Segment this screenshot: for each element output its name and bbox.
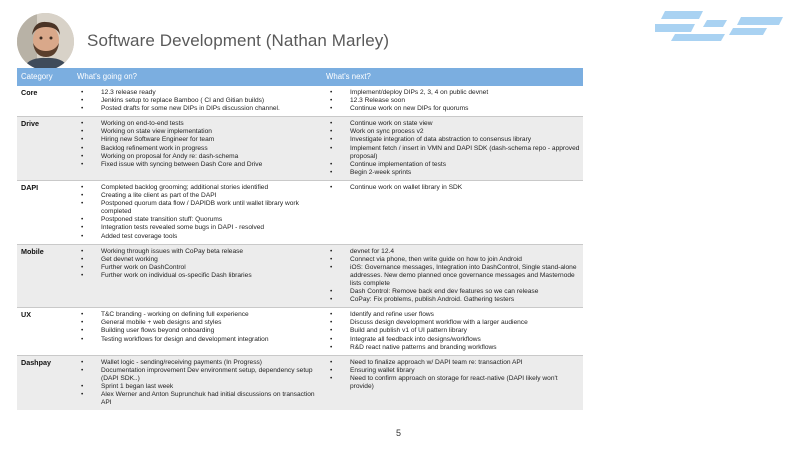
bullet-item: Completed backlog grooming; additional s… xyxy=(77,184,320,192)
bullet-item: Working on proposal for Andy re: dash-sc… xyxy=(77,153,320,161)
bullet-list: 12.3 release readyJenkins setup to repla… xyxy=(77,89,320,113)
row-whats-next: Continue work on state viewWork on sync … xyxy=(322,116,583,181)
bullet-list: Completed backlog grooming; additional s… xyxy=(77,184,320,241)
row-whats-going-on: T&C branding - working on defining full … xyxy=(73,307,322,356)
bullet-item: Get devnet working xyxy=(77,256,320,264)
row-category: Dashpay xyxy=(17,354,73,411)
bullet-item: Creating a lite client as part of the DA… xyxy=(77,192,320,200)
bullet-item: Continue work on state view xyxy=(326,120,581,128)
bullet-list: Working on end-to-end testsWorking on st… xyxy=(77,120,320,169)
row-whats-going-on: Wallet logic - sending/receiving payment… xyxy=(73,354,322,411)
row-whats-going-on: 12.3 release readyJenkins setup to repla… xyxy=(73,86,322,117)
bullet-item: Posted drafts for some new DIPs in DIPs … xyxy=(77,105,320,113)
status-table: Category What's going on? What's next? C… xyxy=(17,68,583,411)
bullet-item: Ensuring wallet library xyxy=(326,367,581,375)
bullet-list: devnet for 12.4Connect via phone, then w… xyxy=(326,248,581,305)
table-row: Core 12.3 release readyJenkins setup to r… xyxy=(17,86,583,117)
table-body: Core 12.3 release readyJenkins setup to r… xyxy=(17,86,583,411)
bullet-item: Continue implementation of tests xyxy=(326,161,581,169)
bullet-item: Further work on DashControl xyxy=(77,264,320,272)
bullet-item: devnet for 12.4 xyxy=(326,248,581,256)
bullet-item: 12.3 release ready xyxy=(77,89,320,97)
bullet-item: Connect via phone, then write guide on h… xyxy=(326,256,581,264)
bullet-list: Working through issues with CoPay beta r… xyxy=(77,248,320,280)
bullet-item: Fixed issue with syncing between Dash Co… xyxy=(77,161,320,169)
bullet-item: Postponed state transition stuff: Quorum… xyxy=(77,216,320,224)
bullet-item: Working on end-to-end tests xyxy=(77,120,320,128)
bullet-item: Need to finalize approach w/ DAPI team r… xyxy=(326,359,581,367)
row-category: Core xyxy=(21,88,38,97)
bullet-item: Investigate integration of data abstract… xyxy=(326,136,581,144)
bullet-item: Further work on individual os-specific D… xyxy=(77,272,320,280)
bullet-item: R&D react native patterns and branding w… xyxy=(326,344,581,352)
bullet-item: Identify and refine user flows xyxy=(326,311,581,319)
bullet-list: Continue work on state viewWork on sync … xyxy=(326,120,581,177)
table-row: DriveWorking on end-to-end testsWorking … xyxy=(17,116,583,181)
bullet-list: Continue work on wallet library in SDK xyxy=(326,184,581,192)
bullet-item: Discuss design development workflow with… xyxy=(326,319,581,327)
header-whats-going-on: What's going on? xyxy=(73,68,322,86)
row-whats-next: Need to finalize approach w/ DAPI team r… xyxy=(322,354,583,411)
header-category: Category xyxy=(17,68,73,86)
row-whats-next: devnet for 12.4Connect via phone, then w… xyxy=(322,243,583,308)
bullet-item: Begin 2-week sprints xyxy=(326,169,581,177)
bullet-item: Jenkins setup to replace Bamboo ( CI and… xyxy=(77,97,320,105)
bullet-item: Need to confirm approach on storage for … xyxy=(326,375,581,391)
bullet-item: Implement/deploy DIPs 2, 3, 4 on public … xyxy=(326,89,581,97)
bullet-item: Build and publish v1 of UI pattern libra… xyxy=(326,327,581,335)
bullet-item: Integration tests revealed some bugs in … xyxy=(77,224,320,232)
bullet-item: CoPay: Fix problems, publish Android. Ga… xyxy=(326,296,581,304)
bullet-item: Implement fetch / insert in VMN and DAPI… xyxy=(326,145,581,161)
presenter-photo xyxy=(17,13,74,70)
table-row: UX T&C branding - working on defining ful… xyxy=(17,307,583,356)
bullet-list: Identify and refine user flowsDiscuss de… xyxy=(326,311,581,352)
bullet-item: Postponed quorum data flow / DAPIDB work… xyxy=(77,200,320,216)
bullet-item: Wallet logic - sending/receiving payment… xyxy=(77,359,320,367)
bullet-item: Integrate all feedback into designs/work… xyxy=(326,336,581,344)
row-category: UX xyxy=(17,307,73,356)
row-whats-going-on: Completed backlog grooming; additional s… xyxy=(73,179,322,245)
header-whats-next: What's next? xyxy=(322,68,583,86)
bullet-item: Working through issues with CoPay beta r… xyxy=(77,248,320,256)
bullet-item: Testing workflows for design and develop… xyxy=(77,336,320,344)
bullet-item: Building user flows beyond onboarding xyxy=(77,327,320,335)
table-row: Mobile Working through issues with CoPay … xyxy=(17,243,583,308)
bullet-item: iOS: Governance messages, Integration in… xyxy=(326,264,581,288)
row-whats-going-on: Working through issues with CoPay beta r… xyxy=(73,243,322,308)
bullet-item: 12.3 Release soon xyxy=(326,97,581,105)
bullet-list: Wallet logic - sending/receiving payment… xyxy=(77,359,320,408)
bullet-item: Added test coverage tools xyxy=(77,233,320,241)
bullet-item: General mobile + web designs and styles xyxy=(77,319,320,327)
table-row: Dashpay Wallet logic - sending/receiving … xyxy=(17,354,583,411)
bullet-item: Backlog refinement work in progress xyxy=(77,145,320,153)
bullet-list: Need to finalize approach w/ DAPI team r… xyxy=(326,359,581,391)
page-number: 5 xyxy=(396,428,402,438)
bullet-item: Hiring new Software Engineer for team xyxy=(77,136,320,144)
row-category: Mobile xyxy=(17,243,73,308)
bullet-item: Continue work on wallet library in SDK xyxy=(326,184,581,192)
row-whats-next: Identify and refine user flowsDiscuss de… xyxy=(322,307,583,356)
slide-title: Software Development (Nathan Marley) xyxy=(87,31,390,50)
bullet-item: Sprint 1 began last week xyxy=(77,383,320,391)
bullet-list: Implement/deploy DIPs 2, 3, 4 on public … xyxy=(326,89,581,113)
bullet-item: Documentation improvement Dev environmen… xyxy=(77,367,320,383)
row-category: Drive xyxy=(17,116,73,181)
table-header-row: Category What's going on? What's next? xyxy=(17,68,583,86)
row-whats-next: Implement/deploy DIPs 2, 3, 4 on public … xyxy=(322,86,583,117)
bullet-item: Working on state view implementation xyxy=(77,128,320,136)
row-category: DAPI xyxy=(17,179,73,245)
bullet-item: Alex Werner and Anton Suprunchuk had ini… xyxy=(77,391,320,407)
bullet-item: Work on sync process v2 xyxy=(326,128,581,136)
row-whats-next: Continue work on wallet library in SDK xyxy=(322,179,583,245)
dash-logo-icon xyxy=(655,11,783,41)
presenter-avatar xyxy=(17,13,74,70)
bullet-item: Continue work on new DIPs for quorums xyxy=(326,105,581,113)
bullet-item: Dash Control: Remove back end dev featur… xyxy=(326,288,581,296)
bullet-list: T&C branding - working on defining full … xyxy=(77,311,320,343)
table-row: DAPI Completed backlog grooming; addition… xyxy=(17,179,583,245)
row-whats-going-on: Working on end-to-end testsWorking on st… xyxy=(73,116,322,181)
bullet-item: T&C branding - working on defining full … xyxy=(77,311,320,319)
